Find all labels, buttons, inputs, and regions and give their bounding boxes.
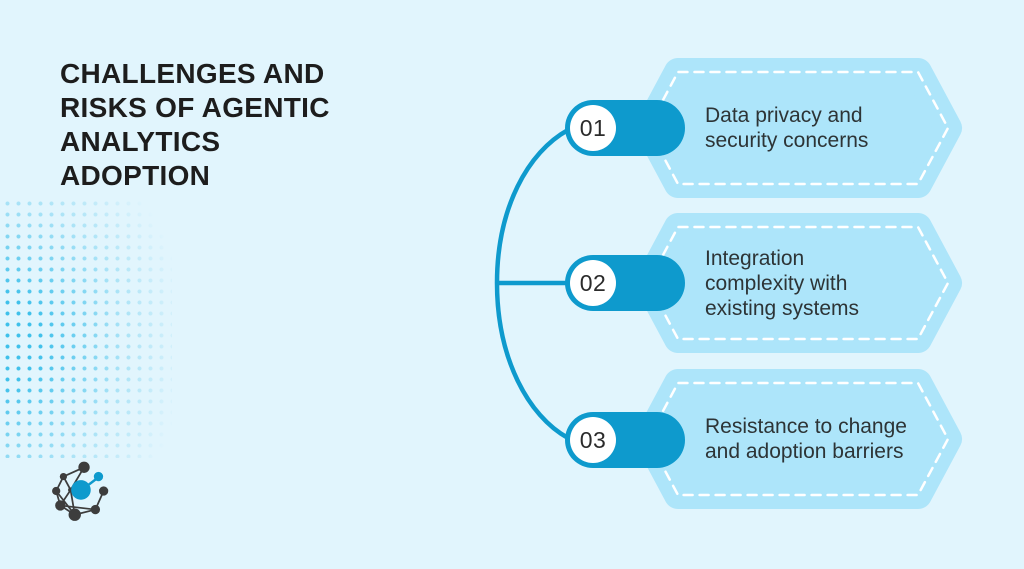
card-hexagon-shape (634, 369, 962, 509)
card-label-2: Integration complexity with existing sys… (705, 246, 860, 320)
card-label-1: Data privacy and security concerns (705, 104, 869, 152)
step-number-circle: 01 (570, 105, 616, 151)
challenge-card-1: Data privacy and security concerns (632, 56, 964, 200)
card-label-3: Resistance to change and adoption barrie… (705, 415, 907, 463)
step-number-circle: 03 (570, 417, 616, 463)
step-number-circle: 02 (570, 260, 616, 306)
step-pill-1: 01 (565, 100, 685, 156)
step-pill-3: 03 (565, 412, 685, 468)
logo-blue-node-small (93, 471, 104, 482)
network-logo-icon (52, 461, 109, 521)
dot-grid-pattern-icon (0, 196, 172, 458)
bracket-curve-connector (494, 127, 571, 441)
challenge-card-3: Resistance to change and adoption barrie… (632, 367, 964, 511)
step-number-1: 01 (579, 114, 607, 141)
logo-blue-node-large (71, 480, 91, 500)
card-hexagon-shape (634, 58, 962, 198)
step-number-3: 03 (579, 426, 607, 453)
challenge-card-2: Integration complexity with existing sys… (632, 211, 964, 355)
step-number-2: 02 (579, 269, 607, 296)
card-hexagon-shape (634, 213, 962, 353)
step-pill-2: 02 (565, 255, 685, 311)
page-title: CHALLENGES AND RISKS OF AGENTIC ANALYTIC… (60, 58, 330, 191)
